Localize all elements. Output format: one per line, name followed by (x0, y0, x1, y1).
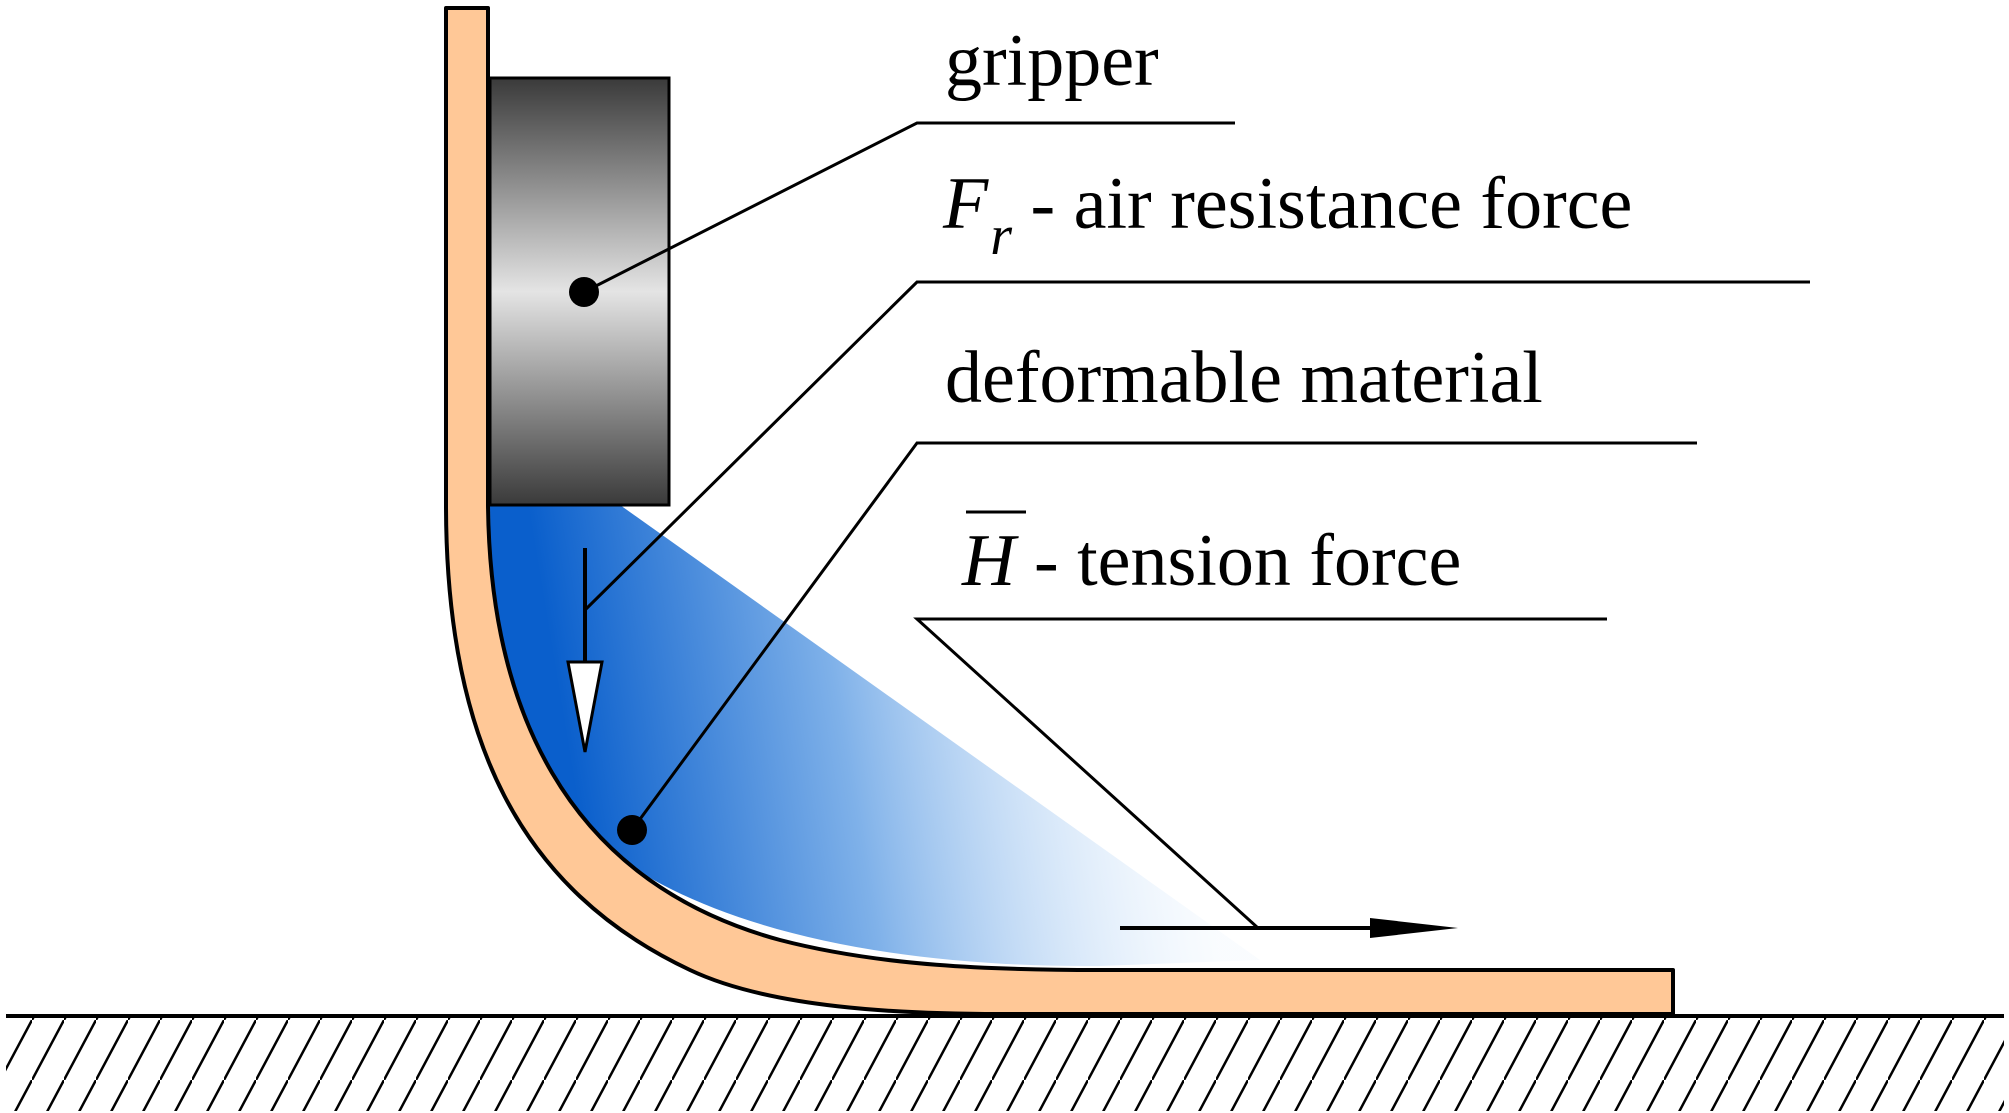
air-resistance-leader (583, 280, 1810, 612)
ground-hatching (6, 1016, 2004, 1111)
tension-arrow (1120, 918, 1458, 938)
air-resistance-subscript: r (990, 205, 1012, 267)
tension-text: - tension force (1015, 520, 1461, 602)
deformable-material-strip (444, 6, 1675, 1016)
material-anchor-dot (617, 815, 647, 845)
material-leader (630, 441, 1697, 831)
tension-leader (913, 617, 1607, 930)
gripper-leader (583, 121, 1235, 294)
ground (6, 1014, 2004, 1111)
gripper-anchor-dot (569, 277, 599, 307)
material-label: deformable material (945, 337, 1543, 419)
leader-lines (583, 121, 1810, 930)
air-resistance-label: Fr - air resistance force (942, 163, 1632, 267)
gripper-label: gripper (945, 20, 1159, 102)
tension-symbol: H (961, 520, 1019, 602)
air-flow-region (490, 505, 1260, 967)
tension-label: H - tension force (961, 520, 1461, 602)
air-resistance-symbol: F (942, 163, 989, 245)
air-resistance-arrow (566, 548, 604, 753)
air-resistance-text: - air resistance force (1012, 163, 1632, 245)
